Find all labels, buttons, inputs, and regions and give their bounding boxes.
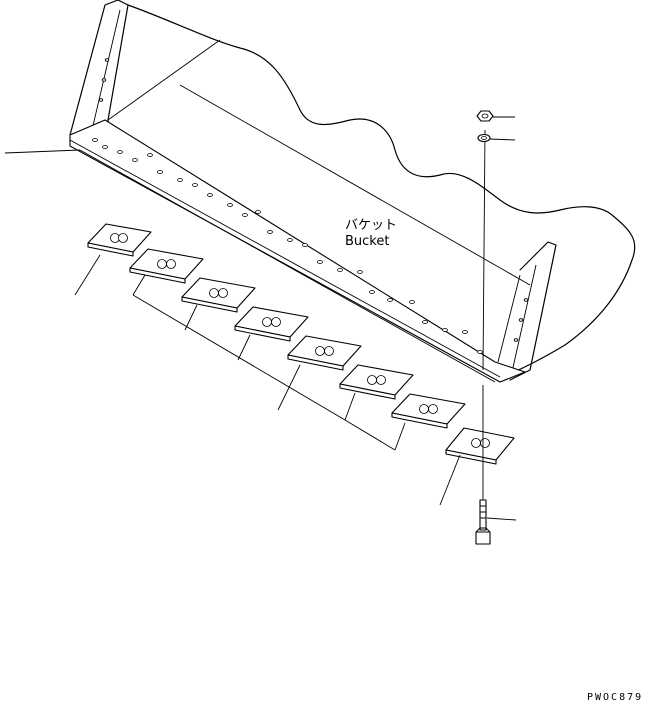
- bucket-left-side: [69, 0, 129, 136]
- wear-plate-3: [181, 277, 256, 313]
- bucket-shell-cutline: [127, 4, 636, 379]
- washer: [477, 133, 491, 143]
- wear-plate-2: [129, 248, 204, 284]
- drawing-code: PWOC879: [587, 692, 643, 703]
- edge-bolt-holes: [92, 138, 483, 354]
- fastener-assembly: [475, 110, 517, 545]
- wear-plate-7: [391, 393, 466, 429]
- plate-leaders: [74, 254, 461, 506]
- wear-plate-6: [339, 364, 414, 400]
- bucket: [69, 0, 636, 383]
- wear-plate-8: [445, 427, 515, 465]
- bucket-label-en: Bucket: [345, 234, 389, 249]
- bolt-axis-line: [482, 129, 486, 371]
- wear-plates: [87, 223, 515, 465]
- wear-plate-1: [87, 223, 152, 257]
- nut: [476, 110, 494, 122]
- bucket-right-side: [509, 241, 557, 381]
- side-plate-holes: [98, 58, 529, 342]
- bucket-label-jp: バケット: [345, 218, 397, 233]
- leader-edge: [4, 149, 81, 154]
- wear-plate-5: [287, 335, 362, 371]
- bolt: [475, 499, 491, 545]
- wear-plate-4: [234, 306, 309, 342]
- cutting-edge-base: [69, 119, 526, 383]
